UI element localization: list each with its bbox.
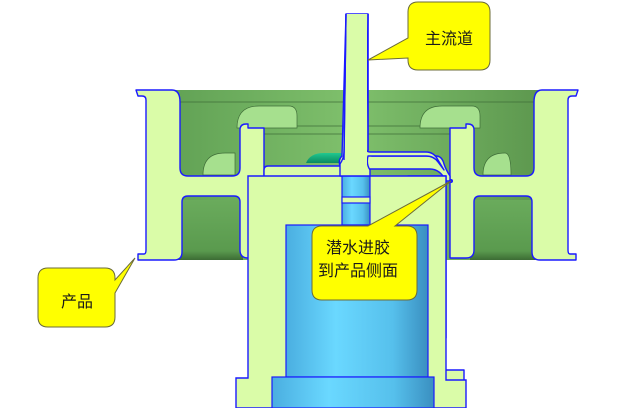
runner-segment xyxy=(306,153,344,163)
callout-sprue: 主流道 xyxy=(367,1,491,71)
callout-product: 产品 xyxy=(37,257,136,328)
callout-gate: 潜水进胶 到产品侧面 xyxy=(311,180,452,301)
callout-gate-line1: 潜水进胶 xyxy=(326,238,390,257)
callout-gate-line2: 到产品侧面 xyxy=(318,261,398,280)
callout-product-label: 产品 xyxy=(61,292,93,311)
callout-sprue-label: 主流道 xyxy=(425,29,473,48)
